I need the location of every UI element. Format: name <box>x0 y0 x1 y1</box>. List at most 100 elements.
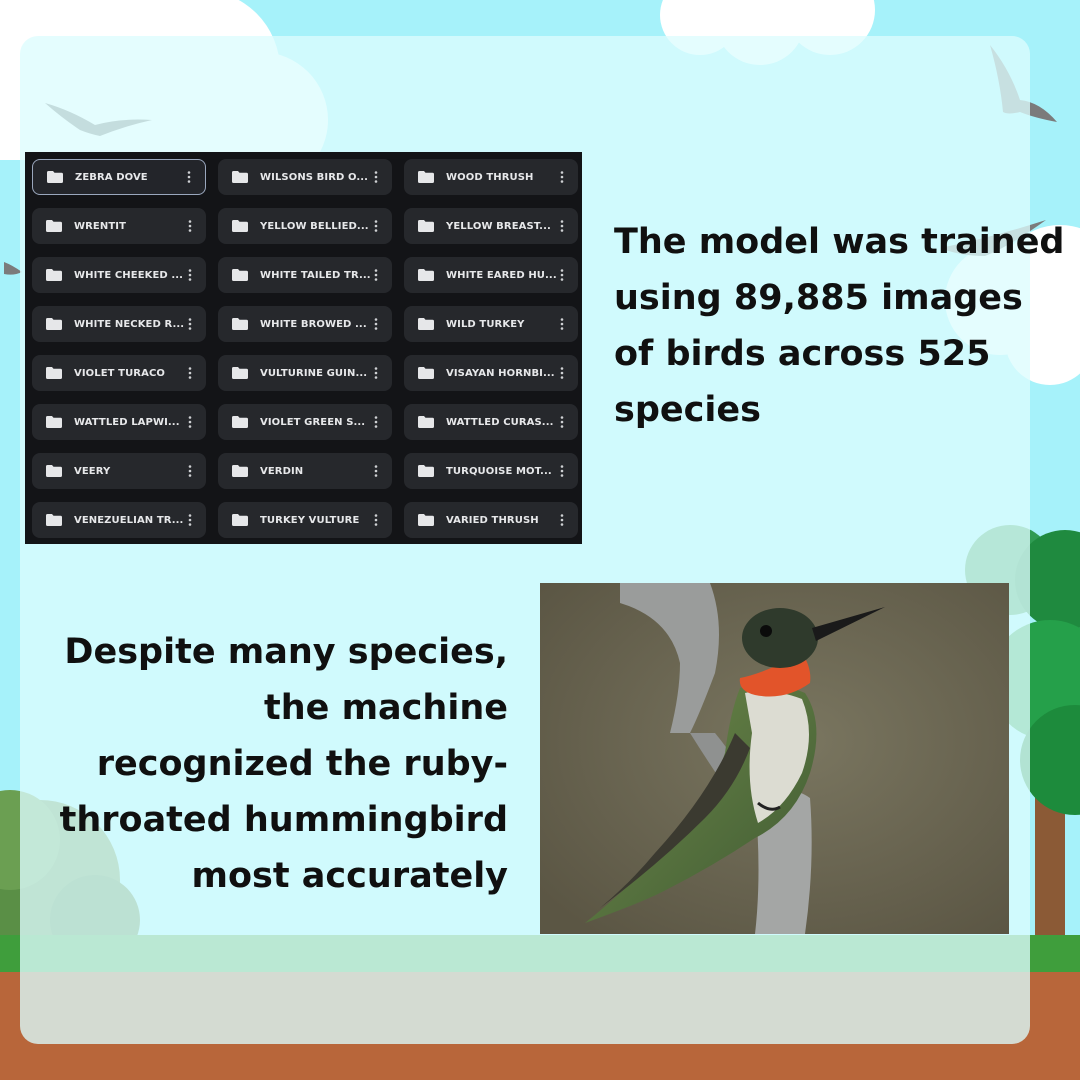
folder-icon <box>418 269 434 281</box>
caption-line: throated hummingbird <box>59 800 508 840</box>
folder-label: TURKEY VULTURE <box>260 514 360 526</box>
folder-label: YELLOW BREAST... <box>446 220 551 232</box>
folder-item[interactable]: VERDIN <box>218 453 392 489</box>
more-vertical-icon[interactable] <box>370 170 382 184</box>
caption-line: Despite many species, <box>64 632 508 672</box>
folder-icon <box>232 465 248 477</box>
folder-item[interactable]: YELLOW BREAST... <box>404 208 578 244</box>
folder-label: WILD TURKEY <box>446 318 525 330</box>
hummingbird-photo <box>540 583 1009 934</box>
more-vertical-icon[interactable] <box>184 513 196 527</box>
more-vertical-icon[interactable] <box>370 317 382 331</box>
more-vertical-icon[interactable] <box>556 170 568 184</box>
folder-icon <box>46 367 62 379</box>
folder-label: VERDIN <box>260 465 304 477</box>
folder-label: WATTLED LAPWI... <box>74 416 180 428</box>
folder-label: ZEBRA DOVE <box>75 171 148 183</box>
more-vertical-icon[interactable] <box>556 415 568 429</box>
folder-icon <box>46 465 62 477</box>
more-vertical-icon[interactable] <box>556 366 568 380</box>
folder-label: VARIED THRUSH <box>446 514 539 526</box>
folder-item[interactable]: VISAYAN HORNBI... <box>404 355 578 391</box>
folder-item[interactable]: WATTLED CURAS... <box>404 404 578 440</box>
more-vertical-icon[interactable] <box>556 513 568 527</box>
folder-label: WHITE BROWED ... <box>260 318 367 330</box>
folder-label: WHITE CHEEKED ... <box>74 269 184 281</box>
more-vertical-icon[interactable] <box>556 317 568 331</box>
more-vertical-icon[interactable] <box>184 317 196 331</box>
more-vertical-icon[interactable] <box>183 170 195 184</box>
folder-item[interactable]: TURKEY VULTURE <box>218 502 392 538</box>
folder-grid-screenshot: ZEBRA DOVE WILSONS BIRD O... WOOD THRUSH WR… <box>25 152 582 544</box>
folder-icon <box>418 171 434 183</box>
folder-label: TURQUOISE MOT... <box>446 465 552 477</box>
folder-label: WATTLED CURAS... <box>446 416 554 428</box>
folder-item[interactable]: WHITE BROWED ... <box>218 306 392 342</box>
more-vertical-icon[interactable] <box>184 464 196 478</box>
folder-item[interactable]: ZEBRA DOVE <box>32 159 206 195</box>
folder-label: WOOD THRUSH <box>446 171 534 183</box>
folder-item[interactable]: VIOLET TURACO <box>32 355 206 391</box>
folder-label: WRENTIT <box>74 220 126 232</box>
folder-label: VEERY <box>74 465 111 477</box>
folder-icon <box>232 220 248 232</box>
folder-icon <box>418 514 434 526</box>
more-vertical-icon[interactable] <box>556 219 568 233</box>
folder-label: WHITE EARED HU... <box>446 269 556 281</box>
caption-result-summary: Despite many species, the machine recogn… <box>40 624 508 904</box>
folder-item[interactable]: VENEZUELIAN TR... <box>32 502 206 538</box>
folder-item[interactable]: WILSONS BIRD O... <box>218 159 392 195</box>
folder-label: VIOLET GREEN S... <box>260 416 366 428</box>
more-vertical-icon[interactable] <box>184 366 196 380</box>
more-vertical-icon[interactable] <box>184 219 196 233</box>
more-vertical-icon[interactable] <box>370 268 382 282</box>
folder-item[interactable]: VARIED THRUSH <box>404 502 578 538</box>
folder-item[interactable]: WRENTIT <box>32 208 206 244</box>
more-vertical-icon[interactable] <box>370 513 382 527</box>
folder-item[interactable]: WHITE EARED HU... <box>404 257 578 293</box>
caption-line: recognized the ruby- <box>96 744 508 784</box>
caption-line: most accurately <box>191 856 508 896</box>
folder-item[interactable]: WILD TURKEY <box>404 306 578 342</box>
folder-item[interactable]: WATTLED LAPWI... <box>32 404 206 440</box>
folder-icon <box>46 514 62 526</box>
folder-icon <box>418 367 434 379</box>
more-vertical-icon[interactable] <box>184 415 196 429</box>
folder-icon <box>46 318 62 330</box>
more-vertical-icon[interactable] <box>370 464 382 478</box>
folder-icon <box>232 514 248 526</box>
more-vertical-icon[interactable] <box>184 268 196 282</box>
folder-item[interactable]: TURQUOISE MOT... <box>404 453 578 489</box>
folder-item[interactable]: VIOLET GREEN S... <box>218 404 392 440</box>
folder-item[interactable]: WHITE TAILED TR... <box>218 257 392 293</box>
folder-icon <box>418 465 434 477</box>
more-vertical-icon[interactable] <box>556 464 568 478</box>
folder-icon <box>232 367 248 379</box>
caption-training-summary: The model was trained using 89,885 image… <box>614 222 1065 430</box>
more-vertical-icon[interactable] <box>370 366 382 380</box>
folder-icon <box>47 171 63 183</box>
more-vertical-icon[interactable] <box>370 219 382 233</box>
folder-icon <box>232 416 248 428</box>
folder-icon <box>418 318 434 330</box>
folder-item[interactable]: VEERY <box>32 453 206 489</box>
folder-label: WILSONS BIRD O... <box>260 171 369 183</box>
more-vertical-icon[interactable] <box>556 268 568 282</box>
folder-label: VULTURINE GUIN... <box>260 367 368 379</box>
folder-item[interactable]: WOOD THRUSH <box>404 159 578 195</box>
more-vertical-icon[interactable] <box>370 415 382 429</box>
folder-item[interactable]: VULTURINE GUIN... <box>218 355 392 391</box>
folder-label: VENEZUELIAN TR... <box>74 514 184 526</box>
folder-label: WHITE NECKED R... <box>74 318 184 330</box>
folder-icon <box>232 171 248 183</box>
folder-item[interactable]: WHITE NECKED R... <box>32 306 206 342</box>
folder-grid: ZEBRA DOVE WILSONS BIRD O... WOOD THRUSH WR… <box>32 159 578 538</box>
folder-icon <box>418 220 434 232</box>
folder-label: YELLOW BELLIED... <box>260 220 369 232</box>
folder-icon <box>46 269 62 281</box>
folder-item[interactable]: WHITE CHEEKED ... <box>32 257 206 293</box>
caption-line: the machine <box>264 688 508 728</box>
folder-item[interactable]: YELLOW BELLIED... <box>218 208 392 244</box>
folder-label: VISAYAN HORNBI... <box>446 367 555 379</box>
folder-icon <box>232 269 248 281</box>
